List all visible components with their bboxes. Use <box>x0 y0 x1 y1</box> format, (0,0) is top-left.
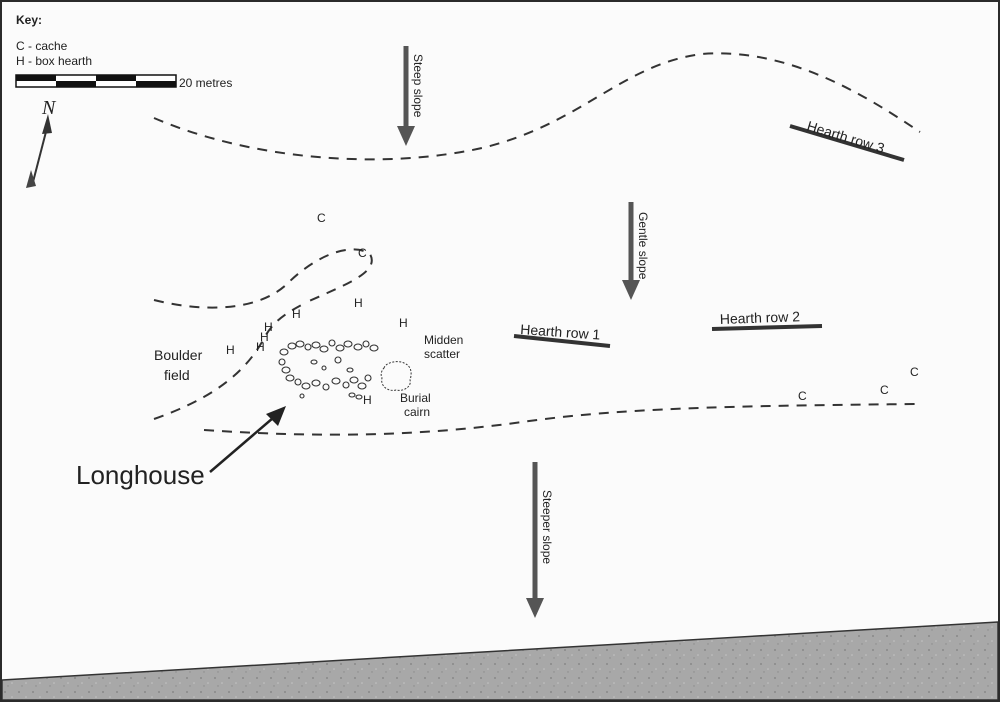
hearth-row-1-label: Hearth row 1 <box>520 321 601 343</box>
hearth-marker: H <box>264 320 273 334</box>
hearth-marker: H <box>354 296 363 310</box>
steeper-slope-label: Steeper slope <box>540 490 554 564</box>
hearth-marker: H <box>399 316 408 330</box>
hearth-row-2-label: Hearth row 2 <box>720 308 801 327</box>
longhouse-callout: Longhouse <box>76 406 286 490</box>
hearth-row-1: Hearth row 1 <box>513 321 611 348</box>
cache-marker: C <box>798 389 807 403</box>
midden-label-line2: scatter <box>424 347 460 361</box>
gentle-slope-arrow: Gentle slope <box>622 202 650 300</box>
gentle-slope-label: Gentle slope <box>636 212 650 280</box>
hearth-marker: H <box>363 393 372 407</box>
hearth-marker: H <box>260 330 269 344</box>
hearth-marker: H <box>292 307 301 321</box>
steeper-slope-arrow: Steeper slope <box>526 462 554 618</box>
burial-label-line2: cairn <box>404 405 430 419</box>
boulder-field-label-line1: Boulder <box>154 347 203 363</box>
map-key: Key: C - cache H - box hearth 20 metres <box>15 13 232 90</box>
key-title: Key: <box>16 13 42 27</box>
hearth-marker: H <box>256 340 265 354</box>
boulder-field-boundary-lower <box>153 301 308 420</box>
cache-marker: C <box>910 365 919 379</box>
north-label: N <box>41 97 57 119</box>
midden-label-line1: Midden <box>424 333 463 347</box>
longhouse-label: Longhouse <box>76 460 205 490</box>
longhouse-stones <box>278 339 379 400</box>
hearth-row-3: Hearth row 3 <box>789 118 905 162</box>
burial-cairn-outline <box>380 361 412 391</box>
scale-bar <box>15 74 177 88</box>
key-cache: C - cache <box>16 39 68 53</box>
boulder-field-boundary-upper <box>153 248 373 309</box>
cache-marker: C <box>317 211 326 225</box>
hearth-marker: H <box>226 343 235 357</box>
steep-slope-arrow: Steep slope <box>397 46 425 146</box>
burial-label-line1: Burial <box>400 391 431 405</box>
lower-slope-contour <box>203 403 919 436</box>
steep-slope-label: Steep slope <box>411 54 425 118</box>
key-box-hearth: H - box hearth <box>16 54 92 68</box>
lower-terrain-band <box>2 621 998 700</box>
hearth-row-2: Hearth row 2 <box>711 308 823 331</box>
boulder-field-label-line2: field <box>164 367 190 383</box>
upper-slope-contour <box>153 52 921 161</box>
north-arrow-icon: N <box>26 97 57 188</box>
hearth-row-3-label: Hearth row 3 <box>805 118 887 157</box>
cache-marker: C <box>358 246 367 260</box>
scale-label: 20 metres <box>179 76 232 90</box>
cache-marker: C <box>880 383 889 397</box>
